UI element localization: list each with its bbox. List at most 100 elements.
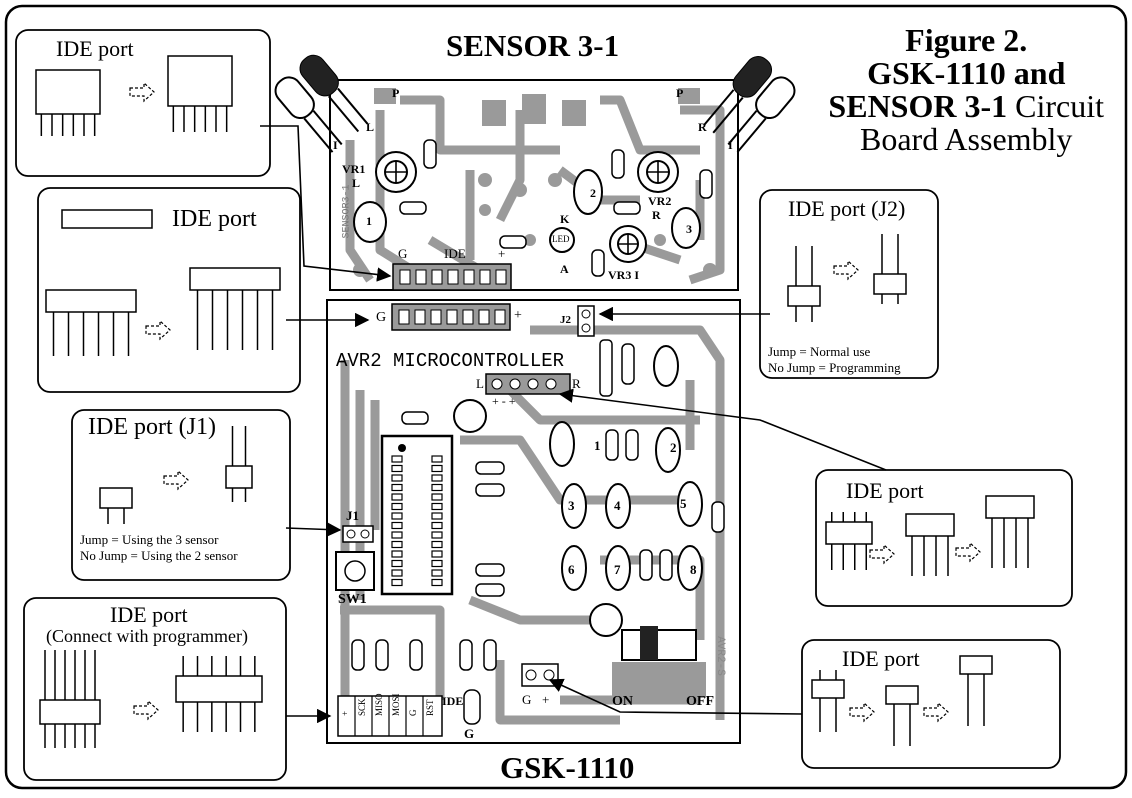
ide-programmer-sub: (Connect with programmer) [46,626,248,646]
jumper-header-icon [885,685,919,746]
sw1-label: SW1 [338,592,367,607]
ir-led-left-icon [274,54,369,153]
dashed-arrow-icon [129,81,155,103]
sensor-n1: 1 [366,214,372,228]
figure-caption: Figure 2. GSK-1110 and SENSOR 3-1 Circui… [828,24,1104,156]
sensor-led: LED [552,234,570,244]
sensor-i-left: I [333,138,338,152]
programmer-pin-1: SCK [357,698,367,716]
male-header-icon [985,495,1035,568]
connector-lines [260,125,887,724]
ide-j2-label: IDE port (J2) [788,196,906,221]
figure-line4: Board Assembly [859,121,1073,157]
ide-pillar-g: G [464,726,475,741]
sensor-vr1-l: L [352,176,361,190]
avr-microcontroller-label: AVR2 MICROCONTROLLER [336,350,565,372]
figure-line1: Figure 2. [905,22,1028,58]
sensor-p-right: P [676,86,684,100]
male-header-icon [825,512,873,570]
main-board [326,299,741,744]
avr-vertical-text: AVR2-S [713,636,726,676]
female-header-icon [167,55,233,132]
jumper-header-icon [873,234,907,304]
dashed-arrow-icon [869,543,895,565]
sensor-g: G [398,246,408,261]
ide-j2-note2: No Jump = Programming [768,360,901,375]
ide-right-bottom-label: IDE port [842,646,920,671]
dashed-arrow-icon [849,701,875,723]
cap-5-label: 5 [680,496,687,511]
dashed-arrow-icon [923,701,949,723]
ide-mid-left-label: IDE port [172,206,257,232]
sensor-k: K [560,212,570,226]
dashed-arrow-icon [955,541,981,563]
main-plus-label: + [514,308,522,323]
sensor-l-left: L [366,120,375,134]
programmer-header-icon [39,650,101,748]
cap-7-label: 7 [614,562,621,577]
ide-j1-label: IDE port (J1) [88,414,216,440]
figure-line3-bold: SENSOR 3-1 [828,88,1008,124]
ide-programmer-label: IDE port [110,602,188,627]
sensor-r-right: R [698,120,707,134]
ide-j1-note2: No Jump = Using the 2 sensor [80,548,238,563]
callout-ide-mid-left [37,187,301,393]
programmer-pin-4: G [408,709,418,717]
sensor-i-right: I [728,138,733,152]
sensor-board [274,54,796,291]
dashed-arrow-icon [163,469,189,491]
programmer-pin-3: MOSI [391,693,401,716]
switch-off-label: OFF [686,694,714,709]
sensor-vr1: VR1 [342,162,366,176]
cap-3-label: 3 [568,498,575,513]
switch-on-label: ON [612,694,633,709]
ide-top-left-label: IDE port [56,36,134,61]
figure-line2: GSK-1110 and [867,55,1066,91]
power-g-label: G [522,692,532,707]
programmer-pin-0: + [340,710,350,716]
main-board-title: GSK-1110 [500,750,635,785]
male-header-icon [189,267,281,350]
power-plus-label: + [542,692,550,707]
ide-right-mid-label: IDE port [846,478,924,503]
sensor-vertical-text: SENSOR3-1 [341,184,353,239]
male-header-icon [45,289,137,356]
ide-pillar-label: IDE [442,694,464,708]
jumper-header-icon [225,426,253,502]
sensor-a: A [560,262,569,276]
ide-j1-note1: Jump = Using the 3 sensor [80,532,219,547]
programmer-pin-2: MISO [374,693,384,716]
sensor-board-title: SENSOR 3-1 [446,28,620,63]
female-header-icon [35,69,101,136]
jumper-header-icon [959,655,993,726]
header-polarity-label: + - + [492,394,516,408]
callout-ide-j2 [759,189,939,379]
j1-label: J1 [346,508,359,523]
header-r-label: R [572,376,581,391]
j2-label: J2 [560,314,571,326]
sensor-n2: 2 [590,186,596,200]
ide-j2-note1: Jump = Normal use [768,344,871,359]
cap-2-label: 2 [670,440,677,455]
jumper-header-icon [787,246,821,322]
cap-8-label: 8 [690,562,697,577]
callout-ide-right-bottom [801,639,1061,769]
male-header-icon [61,209,153,229]
programmer-header-icon [175,656,263,732]
sensor-p-left: P [392,86,400,100]
sensor-vr2-r: R [652,208,661,222]
jumper-header-icon [99,487,133,524]
male-header-icon [905,513,955,576]
sensor-ide: IDE [444,246,466,261]
sensor-vr2: VR2 [648,194,672,208]
header-l-label: L [476,376,484,391]
programmer-pin-5: RST [425,699,435,716]
dashed-arrow-icon [133,699,159,721]
dashed-arrow-icon [145,319,171,341]
cap-1-label: 1 [594,438,601,453]
main-g-label: G [376,310,387,325]
dashed-arrow-icon [833,259,859,281]
callout-ide-j1 [71,409,291,581]
